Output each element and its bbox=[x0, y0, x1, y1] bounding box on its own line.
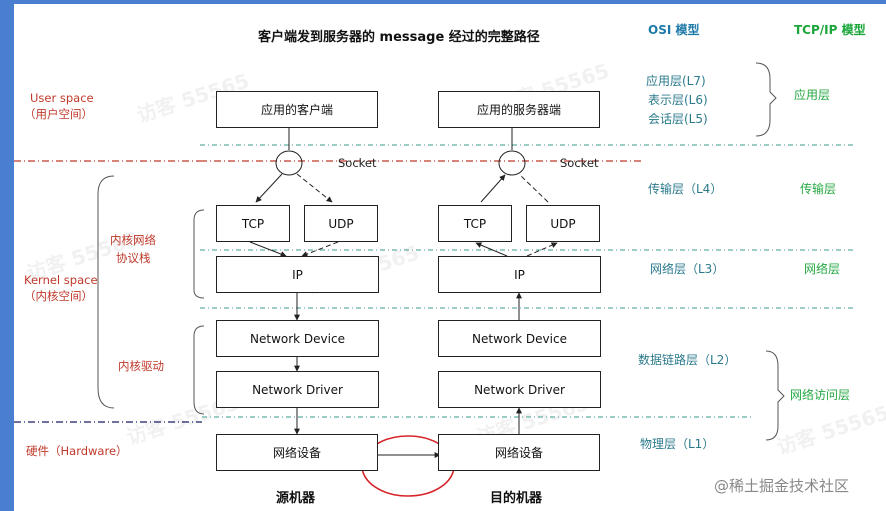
stack-label-line1: 内核网络 bbox=[110, 233, 156, 247]
diagram-canvas: 访客 55565 访客 55565 访客 55565 访客 55565 访客 5… bbox=[14, 4, 886, 511]
tcpip-model-header: TCP/IP 模型 bbox=[794, 23, 866, 37]
client-udp-box: UDP bbox=[304, 205, 378, 242]
client-socket-label: Socket bbox=[338, 156, 377, 170]
osi-datalink-layer: 数据链路层（L2） bbox=[638, 353, 737, 367]
server-hardware-box: 网络设备 bbox=[438, 434, 600, 471]
server-ip-box: IP bbox=[438, 256, 601, 293]
hardware-label: 硬件（Hardware） bbox=[26, 444, 128, 458]
kernel-space-label: Kernel space bbox=[24, 273, 98, 287]
user-space-cn-label: （用户空间） bbox=[24, 107, 93, 121]
user-space-label: User space bbox=[30, 91, 94, 105]
client-app-box: 应用的客户端 bbox=[216, 91, 378, 128]
tcpip-transport-layer: 传输层 bbox=[800, 182, 837, 196]
tcpip-application-layer: 应用层 bbox=[794, 88, 831, 102]
server-udp-box: UDP bbox=[526, 205, 600, 242]
osi-separators bbox=[200, 144, 854, 418]
frame-top-border bbox=[0, 0, 886, 4]
server-network-device-box: Network Device bbox=[438, 320, 601, 357]
osi-presentation-layer: 表示层(L6) bbox=[648, 93, 708, 107]
client-ip-box: IP bbox=[216, 256, 379, 293]
kernel-space-cn-label: （内核空间） bbox=[24, 289, 93, 303]
tcpip-access-layer: 网络访问层 bbox=[790, 388, 851, 402]
server-path bbox=[475, 128, 558, 434]
client-tcp-box: TCP bbox=[216, 205, 290, 242]
tcpip-network-layer: 网络层 bbox=[804, 262, 841, 276]
osi-model-header: OSI 模型 bbox=[648, 23, 700, 37]
osi-session-layer: 会话层(L5) bbox=[648, 112, 708, 126]
driver-label: 内核驱动 bbox=[118, 359, 164, 373]
osi-transport-layer: 传输层（L4） bbox=[648, 182, 723, 196]
client-path bbox=[249, 128, 339, 435]
right-brackets bbox=[755, 62, 785, 441]
source-machine-label: 源机器 bbox=[276, 491, 316, 506]
connector-lines bbox=[14, 62, 854, 497]
client-hardware-box: 网络设备 bbox=[216, 434, 378, 471]
client-network-driver-box: Network Driver bbox=[216, 371, 379, 408]
client-network-device-box: Network Device bbox=[216, 320, 379, 357]
server-socket-label: Socket bbox=[560, 156, 599, 170]
server-app-box: 应用的服务器端 bbox=[438, 91, 600, 128]
layer-separators bbox=[14, 160, 642, 423]
server-tcp-box: TCP bbox=[438, 205, 512, 242]
osi-application-layer: 应用层(L7) bbox=[646, 74, 706, 88]
stack-label-line2: 协议栈 bbox=[116, 251, 151, 265]
osi-physical-layer: 物理层（L1） bbox=[640, 437, 715, 451]
site-credit: @稀土掘金技术社区 bbox=[714, 477, 850, 495]
diagram-title: 客户端发到服务器的 message 经过的完整路径 bbox=[258, 30, 540, 45]
osi-network-layer: 网络层（L3） bbox=[650, 262, 725, 276]
destination-machine-label: 目的机器 bbox=[490, 491, 543, 506]
server-network-driver-box: Network Driver bbox=[438, 371, 601, 408]
left-brackets bbox=[97, 175, 205, 415]
